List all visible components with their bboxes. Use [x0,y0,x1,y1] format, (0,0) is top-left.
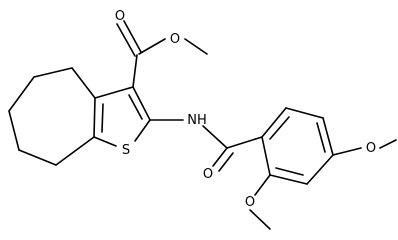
bond-camide-o [212,147,228,167]
bond-c6ar-c1-inner [269,116,290,140]
atom-o-methoxy-ortho: O [245,195,255,210]
atom-n-amide: NH [187,113,207,128]
bond-c3a-c7a-inner [101,103,104,133]
bond-c7-c8 [18,149,57,166]
bond-c2ar-c3ar-inner [275,167,304,176]
molecule-diagram: O O NH S O O O [8,9,397,230]
bond-c4ar-o [332,147,362,156]
bond-methyl-o [184,38,208,55]
atom-o-ester-ether: O [170,32,180,47]
bond-c3-c2 [132,86,151,121]
bond-c2-s [134,119,151,142]
bond-c2ar-c3ar [269,174,308,185]
bond-c3ar-c4ar [306,154,334,185]
bond-c3a-c4 [71,67,96,99]
bond-ester-o [138,38,166,55]
bond-ester-carbonyl-double [123,20,142,53]
atom-s-thiophene: S [122,143,130,158]
bond-c5ar-c6ar [285,107,324,119]
bond-ester-carbonyl [116,23,136,57]
atom-o-methoxy-para: O [366,141,376,156]
bond-c3-c3a [94,86,134,99]
bond-c3a-c7a [93,97,96,138]
bond-c3-c2-inner [128,94,143,120]
bond-o-methyl-para [379,139,397,149]
bond-o-methyl-ortho [249,209,271,230]
bond-camide-o-double [218,152,234,172]
bond-c4-c5 [33,67,73,78]
bond-s-c7a [93,136,117,147]
bond-c6ar-c1 [261,107,287,138]
bond-c8-c7a [55,136,95,166]
bond-c4ar-c5ar-inner [316,122,326,153]
bonds [8,20,397,230]
bond-c3-ester [132,54,138,88]
bond-c2ar-o [254,174,271,196]
bond-camide-c1 [226,136,263,149]
atom-labels: O O NH S O O O [115,9,376,210]
bond-c4ar-c5ar [322,117,334,156]
bond-n-camide [202,125,228,149]
atom-o-amide: O [203,167,213,182]
bond-c6-c7 [8,110,20,151]
bond-c1-c2ar [261,136,271,176]
atom-o-ester-carbonyl: O [115,9,125,24]
bond-c5-c6 [8,76,35,112]
